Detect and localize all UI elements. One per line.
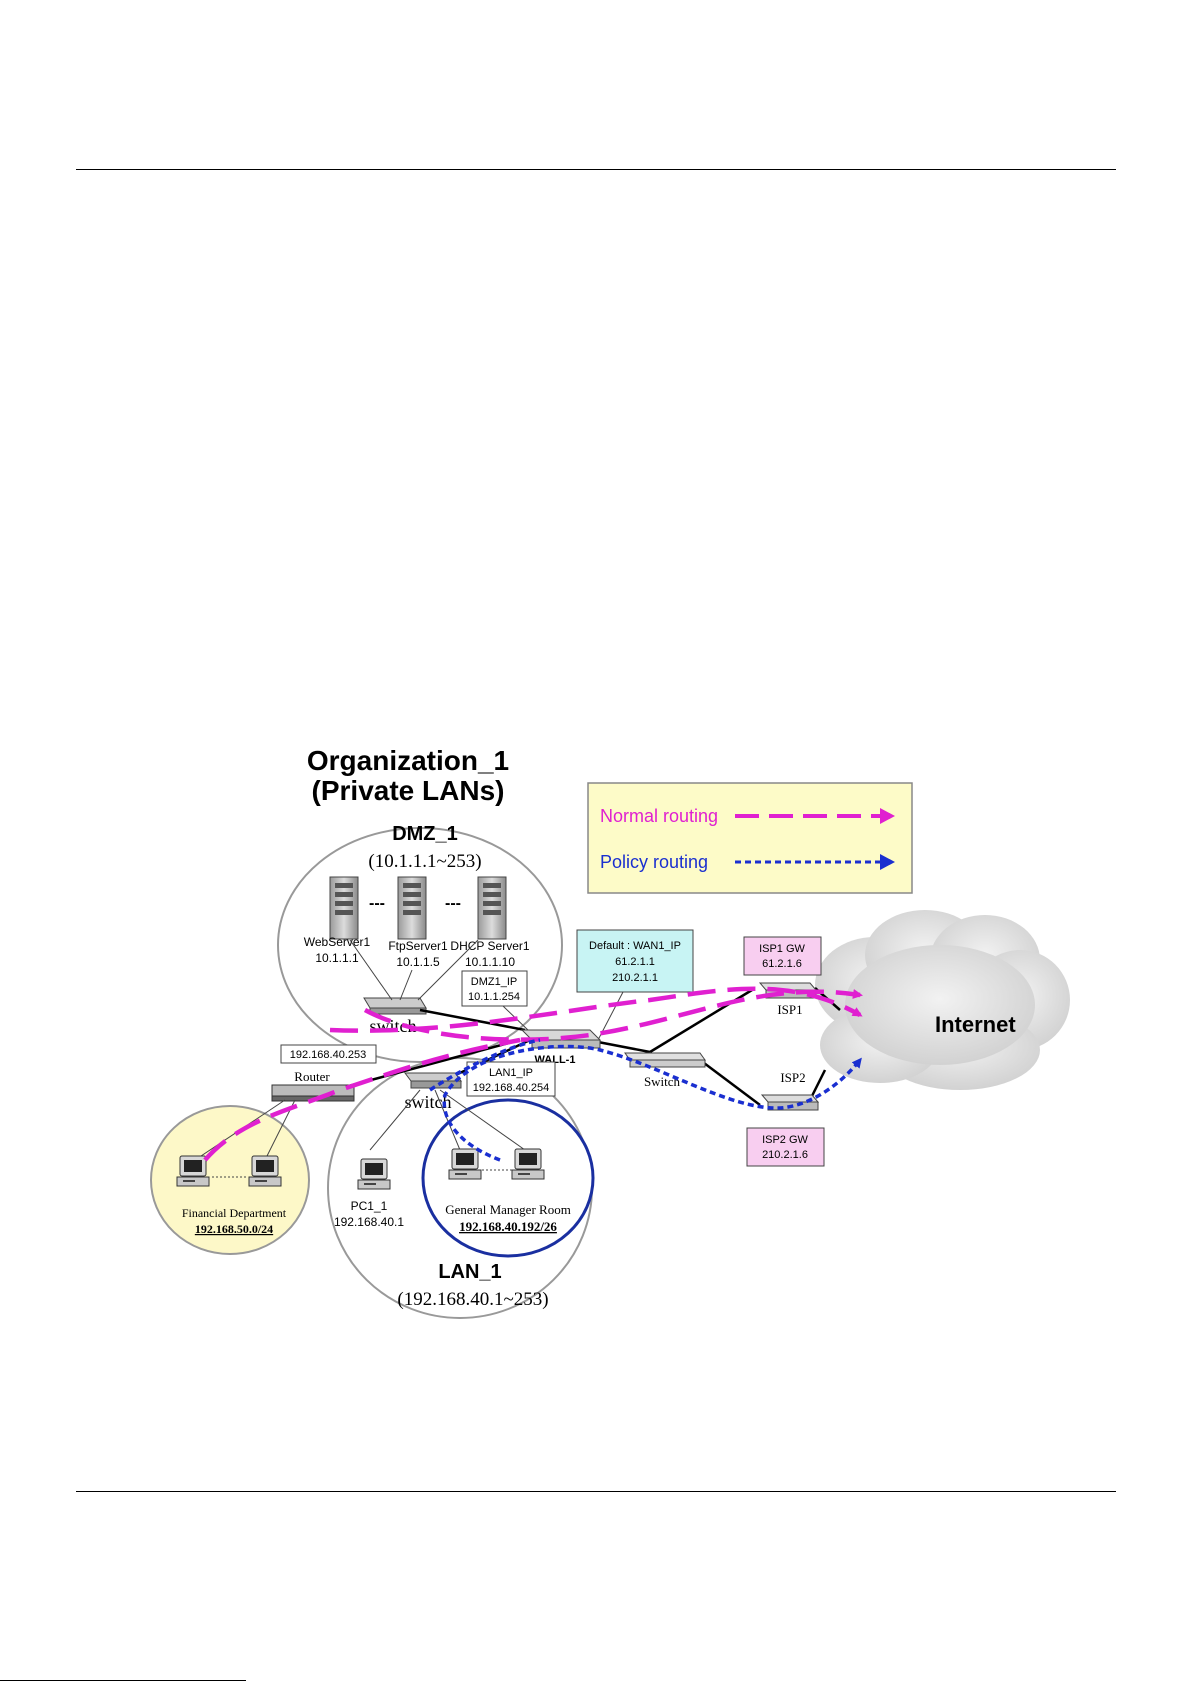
pc1-name: PC1_1 xyxy=(351,1199,388,1213)
finance-subnet: 192.168.50.0/24 xyxy=(195,1222,273,1236)
svg-text:ISP2 GW: ISP2 GW xyxy=(762,1134,808,1146)
finance-name: Financial Department xyxy=(182,1206,287,1220)
dmz-cables xyxy=(349,939,479,1001)
webserver-name: WebServer1 xyxy=(304,935,371,949)
svg-text:192.168.40.253: 192.168.40.253 xyxy=(290,1049,366,1061)
lan-range: (192.168.40.1~253) xyxy=(397,1289,548,1310)
gm-room-name: General Manager Room xyxy=(445,1202,571,1217)
dmz-range: (10.1.1.1~253) xyxy=(368,851,481,872)
diagram-title-line2: (Private LANs) xyxy=(312,775,505,806)
svg-text:Default : WAN1_IP: Default : WAN1_IP xyxy=(589,940,681,952)
webserver-icon xyxy=(329,876,359,940)
dmz-ellipsis-2: --- xyxy=(445,895,461,912)
svg-text:61.2.1.6: 61.2.1.6 xyxy=(762,958,802,970)
finance-pc1-icon xyxy=(176,1155,210,1187)
dmz-ellipsis-1: --- xyxy=(369,895,385,912)
outer-switch-label: Switch xyxy=(644,1074,681,1089)
ftpserver-icon xyxy=(397,876,427,940)
webserver-ip: 10.1.1.1 xyxy=(315,951,359,965)
finance-zone xyxy=(150,1105,310,1255)
gm-pc1-icon xyxy=(448,1148,482,1180)
outer-switch-icon xyxy=(624,1052,706,1068)
footnote-rule xyxy=(0,1680,246,1681)
svg-text:61.2.1.1: 61.2.1.1 xyxy=(615,956,655,968)
lan-switch-label: switch xyxy=(405,1092,452,1112)
lan-ip-box: LAN1_IP 192.168.40.254 xyxy=(466,1061,556,1097)
svg-text:DMZ1_IP: DMZ1_IP xyxy=(471,976,517,988)
router-label: Router xyxy=(294,1069,330,1084)
gm-pc2-icon xyxy=(511,1148,545,1180)
policy-routing-paths xyxy=(429,1038,862,1162)
svg-text:ISP1 GW: ISP1 GW xyxy=(759,943,805,955)
ftpserver-name: FtpServer1 xyxy=(388,939,448,953)
lan-name: LAN_1 xyxy=(438,1261,501,1283)
router-ip-box: 192.168.40.253 xyxy=(280,1044,377,1064)
dhcp-server-icon xyxy=(477,876,507,940)
ftpserver-ip: 10.1.1.5 xyxy=(396,955,440,969)
normal-routing-paths xyxy=(203,986,863,1162)
isp2-label: ISP2 xyxy=(780,1070,805,1085)
legend-policy-label: Policy routing xyxy=(600,852,708,872)
svg-text:192.168.40.254: 192.168.40.254 xyxy=(473,1082,549,1094)
finance-pc2-icon xyxy=(248,1155,282,1187)
internet-cloud: Internet xyxy=(815,910,1070,1090)
dhcp-server-ip: 10.1.1.10 xyxy=(465,955,515,969)
header-rule xyxy=(76,169,1116,170)
isp1-gw-box: ISP1 GW 61.2.1.6 xyxy=(743,936,822,976)
svg-text:10.1.1.254: 10.1.1.254 xyxy=(468,991,520,1003)
dmz-switch-icon xyxy=(363,997,427,1015)
footer-rule xyxy=(76,1491,1116,1492)
svg-text:210.2.1.1: 210.2.1.1 xyxy=(612,972,658,984)
wan-ip-box: Default : WAN1_IP 61.2.1.1 210.2.1.1 xyxy=(576,929,694,993)
internet-label: Internet xyxy=(935,1012,1016,1037)
pc1-icon xyxy=(357,1158,391,1190)
isp1-label: ISP1 xyxy=(777,1002,802,1017)
diagram-title-line1: Organization_1 xyxy=(307,745,509,776)
dmz-ip-box: DMZ1_IP 10.1.1.254 xyxy=(461,970,528,1007)
svg-text:210.2.1.6: 210.2.1.6 xyxy=(762,1149,808,1161)
legend-normal-label: Normal routing xyxy=(600,806,718,826)
isp2-gw-box: ISP2 GW 210.2.1.6 xyxy=(746,1127,825,1167)
legend: Normal routing Policy routing xyxy=(587,782,913,894)
pc1-ip: 192.168.40.1 xyxy=(334,1215,404,1229)
dmz-name: DMZ_1 xyxy=(392,823,458,845)
gm-room-subnet: 192.168.40.192/26 xyxy=(459,1219,557,1234)
svg-text:LAN1_IP: LAN1_IP xyxy=(489,1067,533,1079)
dhcp-server-name: DHCP Server1 xyxy=(450,939,529,953)
